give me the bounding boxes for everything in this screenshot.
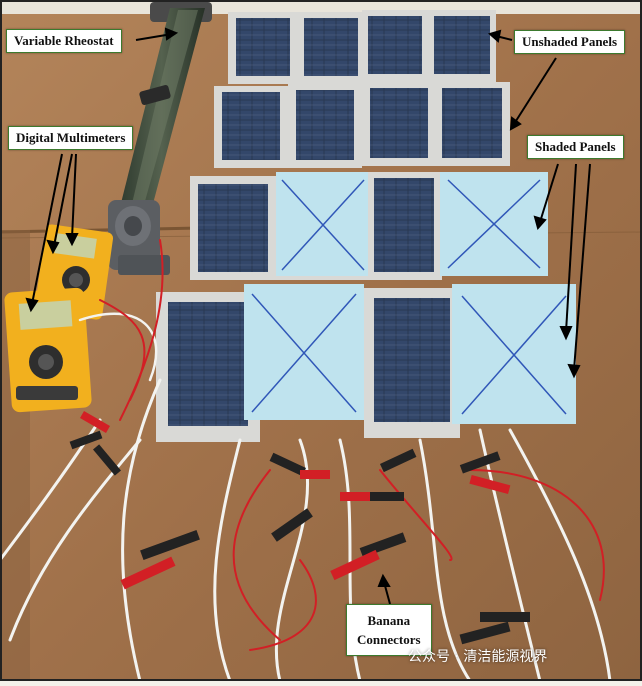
label-banana-line1: Banana (367, 613, 411, 628)
label-banana-connectors: Banana Connectors (346, 604, 432, 656)
watermark-text: 公众号 · 清洁能源视界 (408, 649, 548, 665)
variable-rheostat (108, 2, 212, 275)
label-shaded-panels: Shaded Panels (527, 135, 624, 159)
label-unshaded-panels: Unshaded Panels (514, 30, 625, 54)
label-digital-multimeters: Digital Multimeters (8, 126, 134, 150)
unshaded-panels (214, 10, 510, 168)
digital-multimeters (4, 224, 114, 413)
banana-connectors (69, 411, 530, 645)
label-variable-rheostat: Variable Rheostat (6, 29, 122, 53)
label-banana-line2: Connectors (357, 632, 421, 647)
table-seam (0, 226, 201, 234)
shaded-panels-row (156, 172, 576, 442)
annotation-arrows (25, 27, 591, 605)
